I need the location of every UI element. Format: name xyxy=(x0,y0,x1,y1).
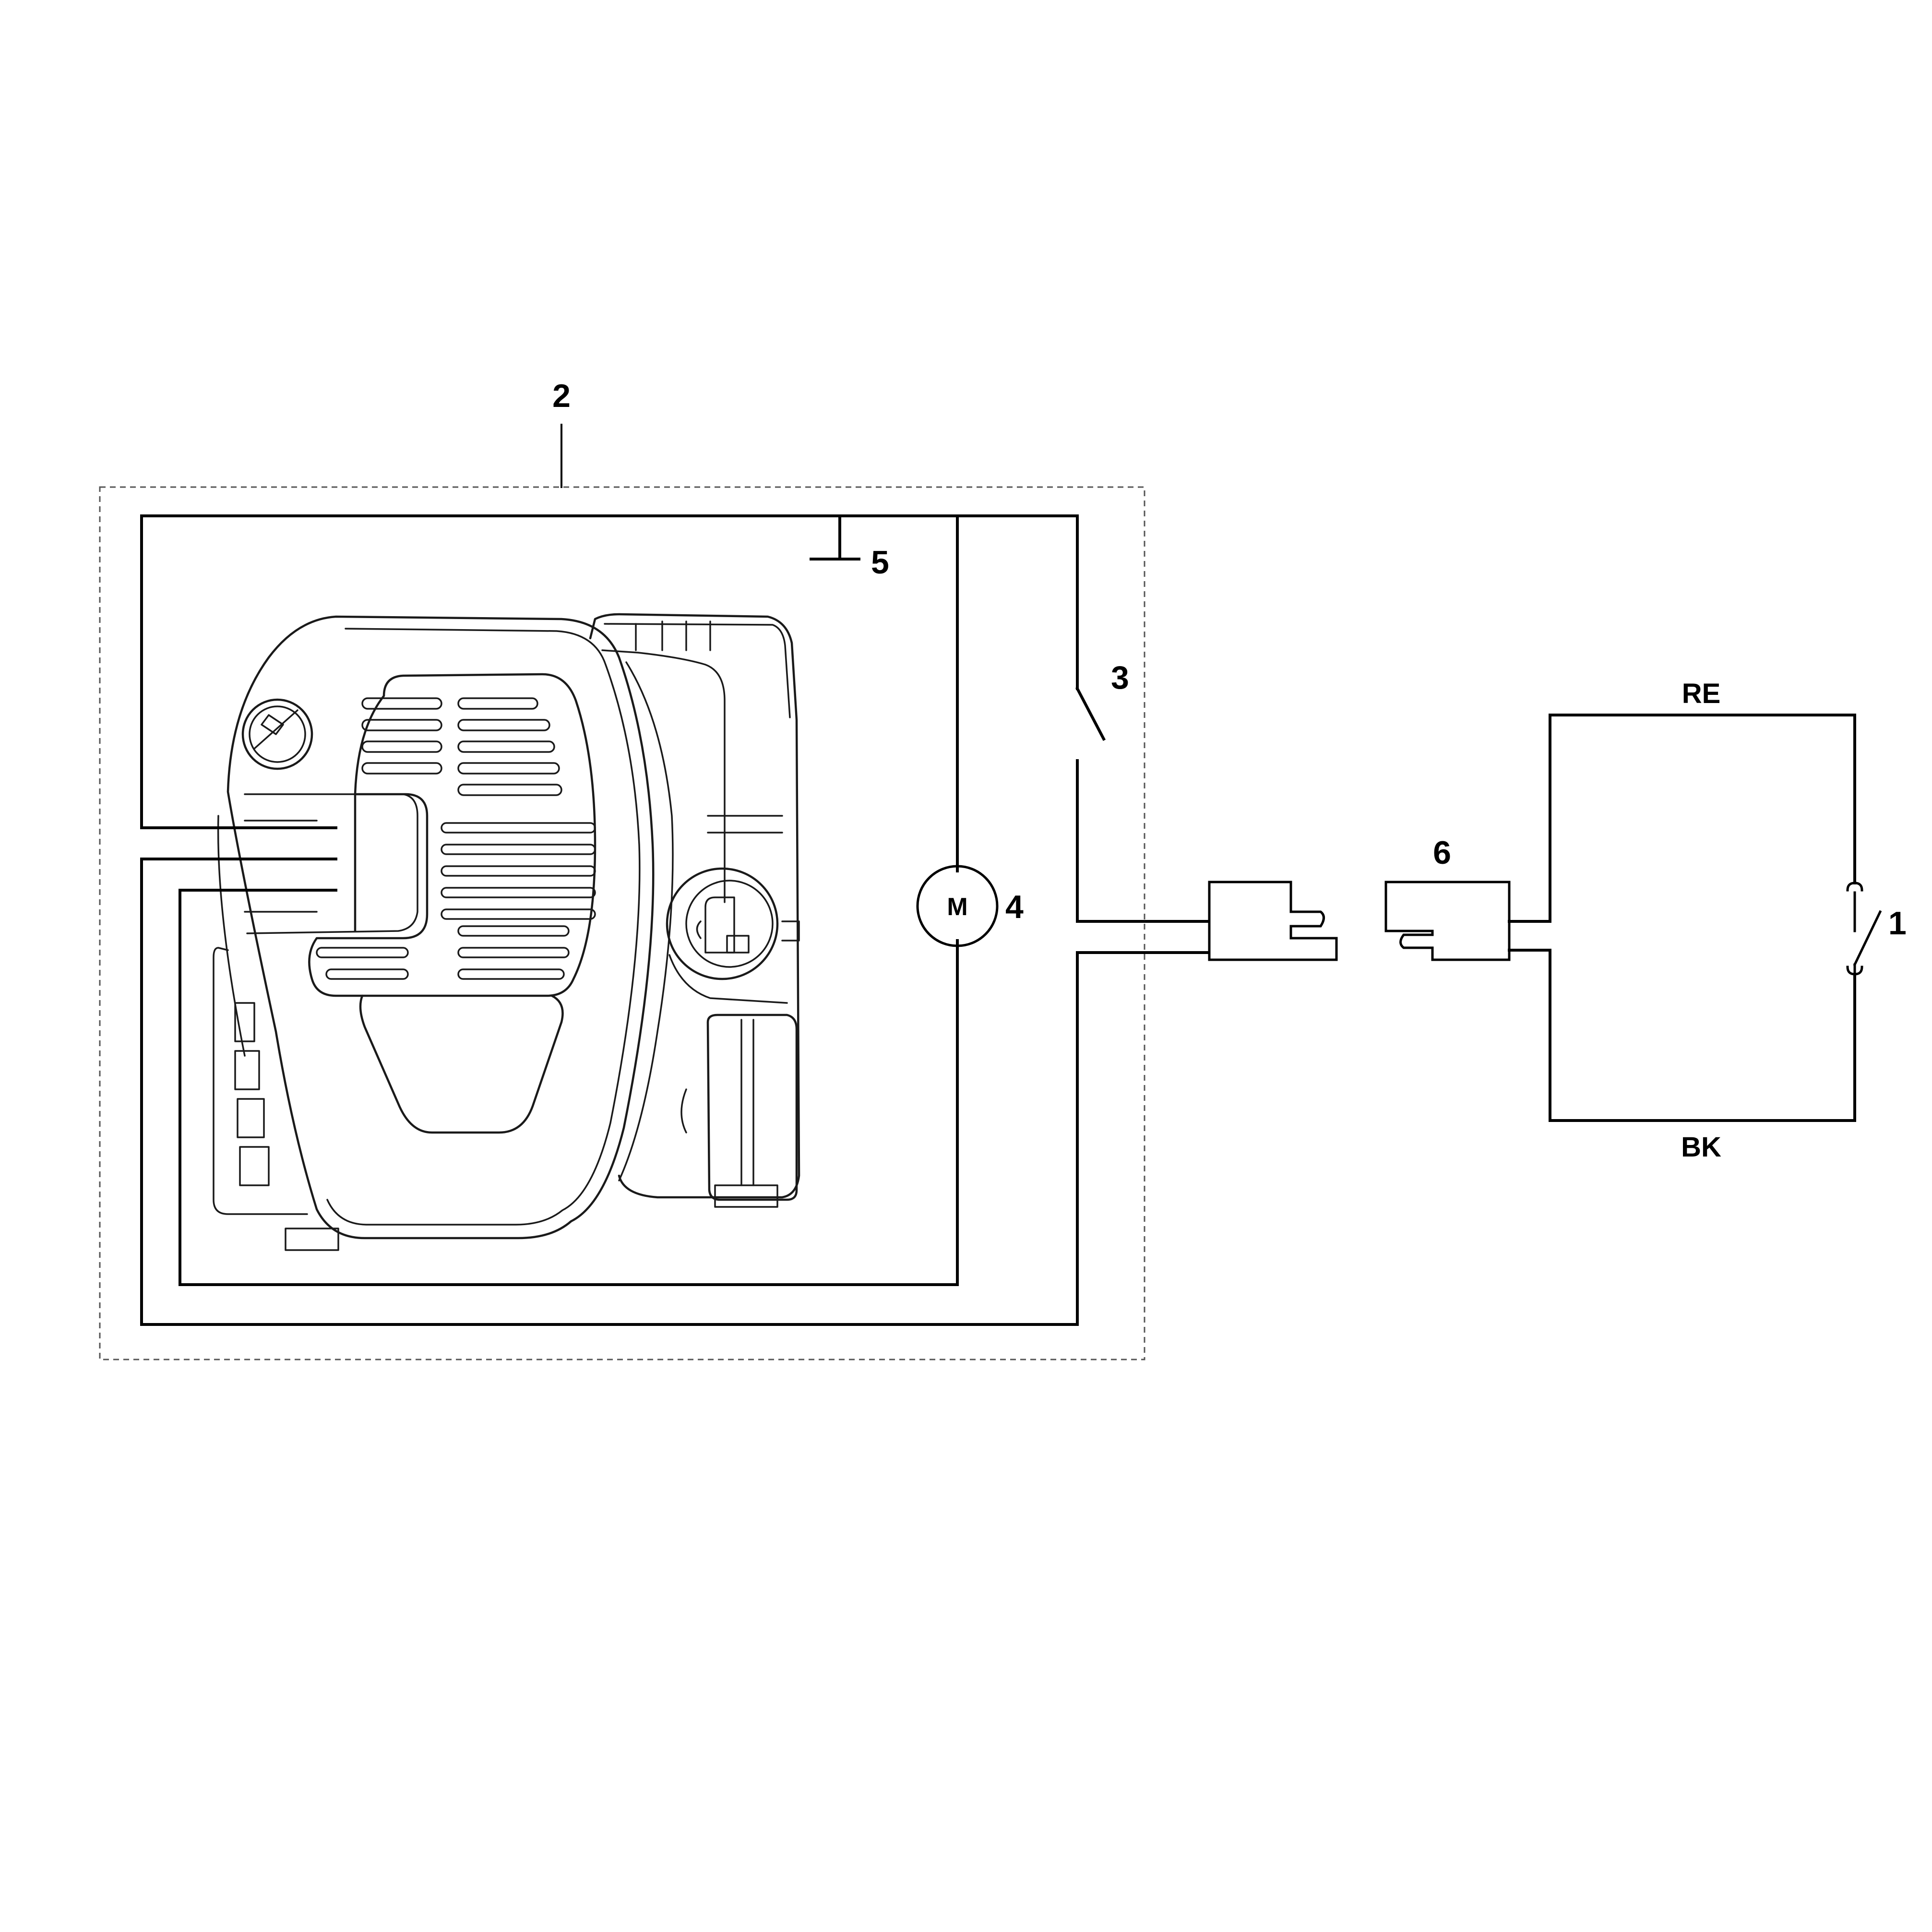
engine-illustration-icon xyxy=(213,613,800,1251)
fuel-cap-icon xyxy=(666,867,779,980)
callout-6: 6 xyxy=(1433,835,1451,871)
engine-wiring xyxy=(140,514,1208,1326)
callout-3: 3 xyxy=(1111,659,1129,696)
motor-label: M xyxy=(947,893,967,921)
wire-label-red: RE xyxy=(1682,678,1721,709)
callout-2: 2 xyxy=(552,378,571,414)
callout-5: 5 xyxy=(871,544,889,581)
connector-male xyxy=(1208,881,1338,961)
connector-female xyxy=(1384,881,1511,961)
switch-circuit xyxy=(1508,714,1882,1122)
oil-cap-icon xyxy=(241,698,313,770)
motor-symbol: M xyxy=(916,865,999,947)
engine-assembly-boundary xyxy=(99,424,1145,1360)
wire-label-black: BK xyxy=(1681,1132,1721,1163)
callout-4: 4 xyxy=(1005,889,1024,925)
callout-1: 1 xyxy=(1888,905,1907,942)
